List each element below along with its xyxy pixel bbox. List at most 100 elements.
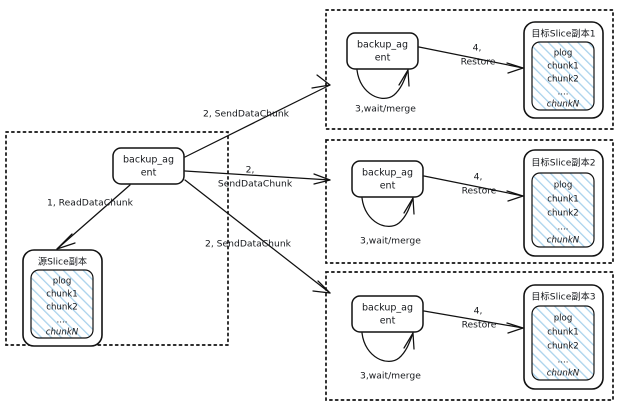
send-data-chunk-arrowhead-2 — [313, 173, 331, 185]
source-chunk-3: .... — [57, 316, 68, 326]
source-slice-title: 源Slice副本 — [38, 256, 87, 268]
target-1-chunk-4: chunkN — [547, 100, 580, 110]
target-3-backup-agent-box — [351, 295, 424, 333]
target-1-restore-arrowhead — [506, 62, 524, 74]
target-2-slice-inner-box — [531, 172, 595, 248]
target-1-self-loop-label: 3,wait/merge — [355, 104, 416, 115]
target-1-backup-agent-label-line2: ent — [375, 53, 391, 64]
target-1-self-loop-edge: 3,wait/merge — [355, 69, 416, 115]
source-chunk-4: chunkN — [46, 328, 79, 338]
send-data-chunk-label-3: 2, SendDataChunk — [205, 239, 292, 250]
target-1-restore-line — [418, 46, 524, 69]
target-2-self-loop-edge: 3,wait/merge — [360, 197, 421, 247]
target-2-backup-agent-label-line1: backup_ag — [362, 168, 413, 179]
target-3-chunk-4: chunkN — [547, 369, 580, 379]
target-3-restore-label-line2: Restore — [462, 320, 497, 331]
source-backup-agent-node[interactable]: backup_ag ent — [112, 147, 185, 185]
target-1-backup-agent-node[interactable]: backup_ag ent — [346, 32, 419, 70]
target-2-chunk-2: chunk2 — [547, 209, 579, 219]
target-2-restore-edge: 4, Restore — [423, 172, 524, 202]
target-3-self-loop-arrowhead — [403, 332, 415, 350]
send-data-chunk-edge-1: 2, SendDataChunk — [184, 74, 331, 158]
target-3-restore-edge: 4, Restore — [423, 306, 524, 334]
target-2-backup-agent-node[interactable]: backup_ag ent — [351, 160, 424, 198]
target-2-backup-agent-label-line2: ent — [380, 181, 396, 192]
target-1-backup-agent-box — [346, 32, 419, 70]
target-3-slice-replica[interactable]: 目标Slice副本3 plog chunk1 chunk2 .... chunk… — [523, 284, 604, 390]
source-slice-replica[interactable]: 源Slice副本 plog chunk1 chunk2 .... chunkN — [22, 249, 103, 347]
target-2-chunk-3: .... — [558, 223, 569, 233]
target-2-restore-label-line1: 4, — [474, 172, 483, 183]
target-3-restore-arrowhead — [506, 322, 524, 334]
target-3-restore-line — [423, 310, 524, 329]
target-3-chunk-1: chunk1 — [547, 328, 579, 338]
send-data-chunk-line-3 — [184, 179, 331, 294]
target-1-chunk-3: .... — [558, 88, 569, 98]
send-data-chunk-label-1: 2, SendDataChunk — [203, 109, 290, 120]
target-3-backup-agent-label-line1: backup_ag — [362, 303, 413, 314]
source-backup-agent-label-line1: backup_ag — [123, 155, 174, 166]
target-1-restore-label-line2: Restore — [461, 57, 496, 68]
target-3-chunk-2: chunk2 — [547, 342, 579, 352]
send-data-chunk-label-2-line1: 2, — [246, 165, 255, 176]
send-data-chunk-edge-2: 2, SendDataChunk — [184, 165, 331, 190]
source-chunk-1: chunk1 — [46, 290, 78, 300]
target-panel-3-border — [325, 271, 614, 401]
target-1-slice-replica[interactable]: 目标Slice副本1 plog chunk1 chunk2 .... chunk… — [523, 21, 604, 119]
send-data-chunk-line-1 — [184, 84, 331, 158]
target-3-restore-label-line1: 4, — [474, 306, 483, 317]
source-panel: backup_ag ent 1, ReadDataChunk 源Slice副本 … — [5, 131, 229, 347]
target-3-slice-title: 目标Slice副本3 — [531, 291, 595, 303]
send-data-chunk-arrowhead-3 — [312, 280, 331, 294]
read-data-chunk-label: 1, ReadDataChunk — [47, 198, 134, 209]
target-3-slice-inner-box — [531, 305, 595, 381]
target-2-self-loop-label: 3,wait/merge — [360, 236, 421, 247]
source-chunk-0: plog — [53, 277, 72, 287]
target-2-backup-agent-box — [351, 160, 424, 198]
target-1-chunk-2: chunk2 — [547, 75, 579, 85]
source-slice-inner-box — [30, 269, 94, 339]
source-panel-border — [5, 131, 229, 346]
target-3-self-loop-label: 3,wait/merge — [360, 371, 421, 382]
target-panel-2: backup_ag ent 3,wait/merge 4, Restore 目标… — [325, 139, 614, 264]
send-data-chunk-line-2 — [184, 170, 331, 181]
target-2-self-loop-line — [361, 197, 414, 227]
target-2-slice-title: 目标Slice副本2 — [531, 157, 595, 169]
target-3-backup-agent-label-line2: ent — [380, 316, 396, 327]
target-3-self-loop-edge: 3,wait/merge — [360, 332, 421, 382]
target-2-restore-line — [423, 175, 524, 197]
target-1-backup-agent-label-line1: backup_ag — [357, 40, 408, 51]
target-1-slice-inner-box — [531, 41, 595, 111]
target-1-self-loop-arrowhead — [398, 69, 410, 87]
read-data-chunk-edge: 1, ReadDataChunk — [47, 184, 134, 250]
target-2-chunk-0: plog — [554, 181, 573, 191]
target-2-chunk-4: chunkN — [547, 236, 580, 246]
target-1-chunk-0: plog — [554, 49, 573, 59]
source-backup-agent-label-line2: ent — [141, 168, 157, 179]
read-data-chunk-arrowhead — [56, 233, 76, 250]
source-backup-agent-box — [112, 147, 185, 185]
target-2-slice-replica[interactable]: 目标Slice副本2 plog chunk1 chunk2 .... chunk… — [523, 149, 604, 257]
target-panel-1: backup_ag ent 3,wait/merge 4, Restore 目标… — [325, 9, 614, 130]
read-data-chunk-line — [56, 184, 131, 250]
target-panel-2-border — [325, 139, 614, 264]
target-panel-3: backup_ag ent 3,wait/merge 4, Restore 目标… — [325, 271, 614, 401]
target-2-restore-arrowhead — [506, 190, 524, 202]
target-3-backup-agent-node[interactable]: backup_ag ent — [351, 295, 424, 333]
target-1-restore-edge: 4, Restore — [418, 43, 524, 74]
send-data-chunk-label-2-line2: SendDataChunk — [218, 179, 293, 190]
target-1-slice-title: 目标Slice副本1 — [531, 28, 595, 40]
source-chunk-2: chunk2 — [46, 303, 78, 313]
target-1-restore-label-line1: 4, — [473, 43, 482, 54]
target-3-self-loop-line — [361, 332, 414, 362]
target-3-chunk-3: .... — [558, 356, 569, 366]
target-1-self-loop-line — [356, 69, 409, 99]
target-2-self-loop-arrowhead — [403, 197, 415, 215]
target-1-chunk-1: chunk1 — [547, 62, 579, 72]
send-data-chunk-edge-3: 2, SendDataChunk — [184, 179, 331, 294]
target-2-restore-label-line2: Restore — [462, 186, 497, 197]
target-2-chunk-1: chunk1 — [547, 195, 579, 205]
send-data-chunk-arrowhead-1 — [311, 74, 331, 89]
